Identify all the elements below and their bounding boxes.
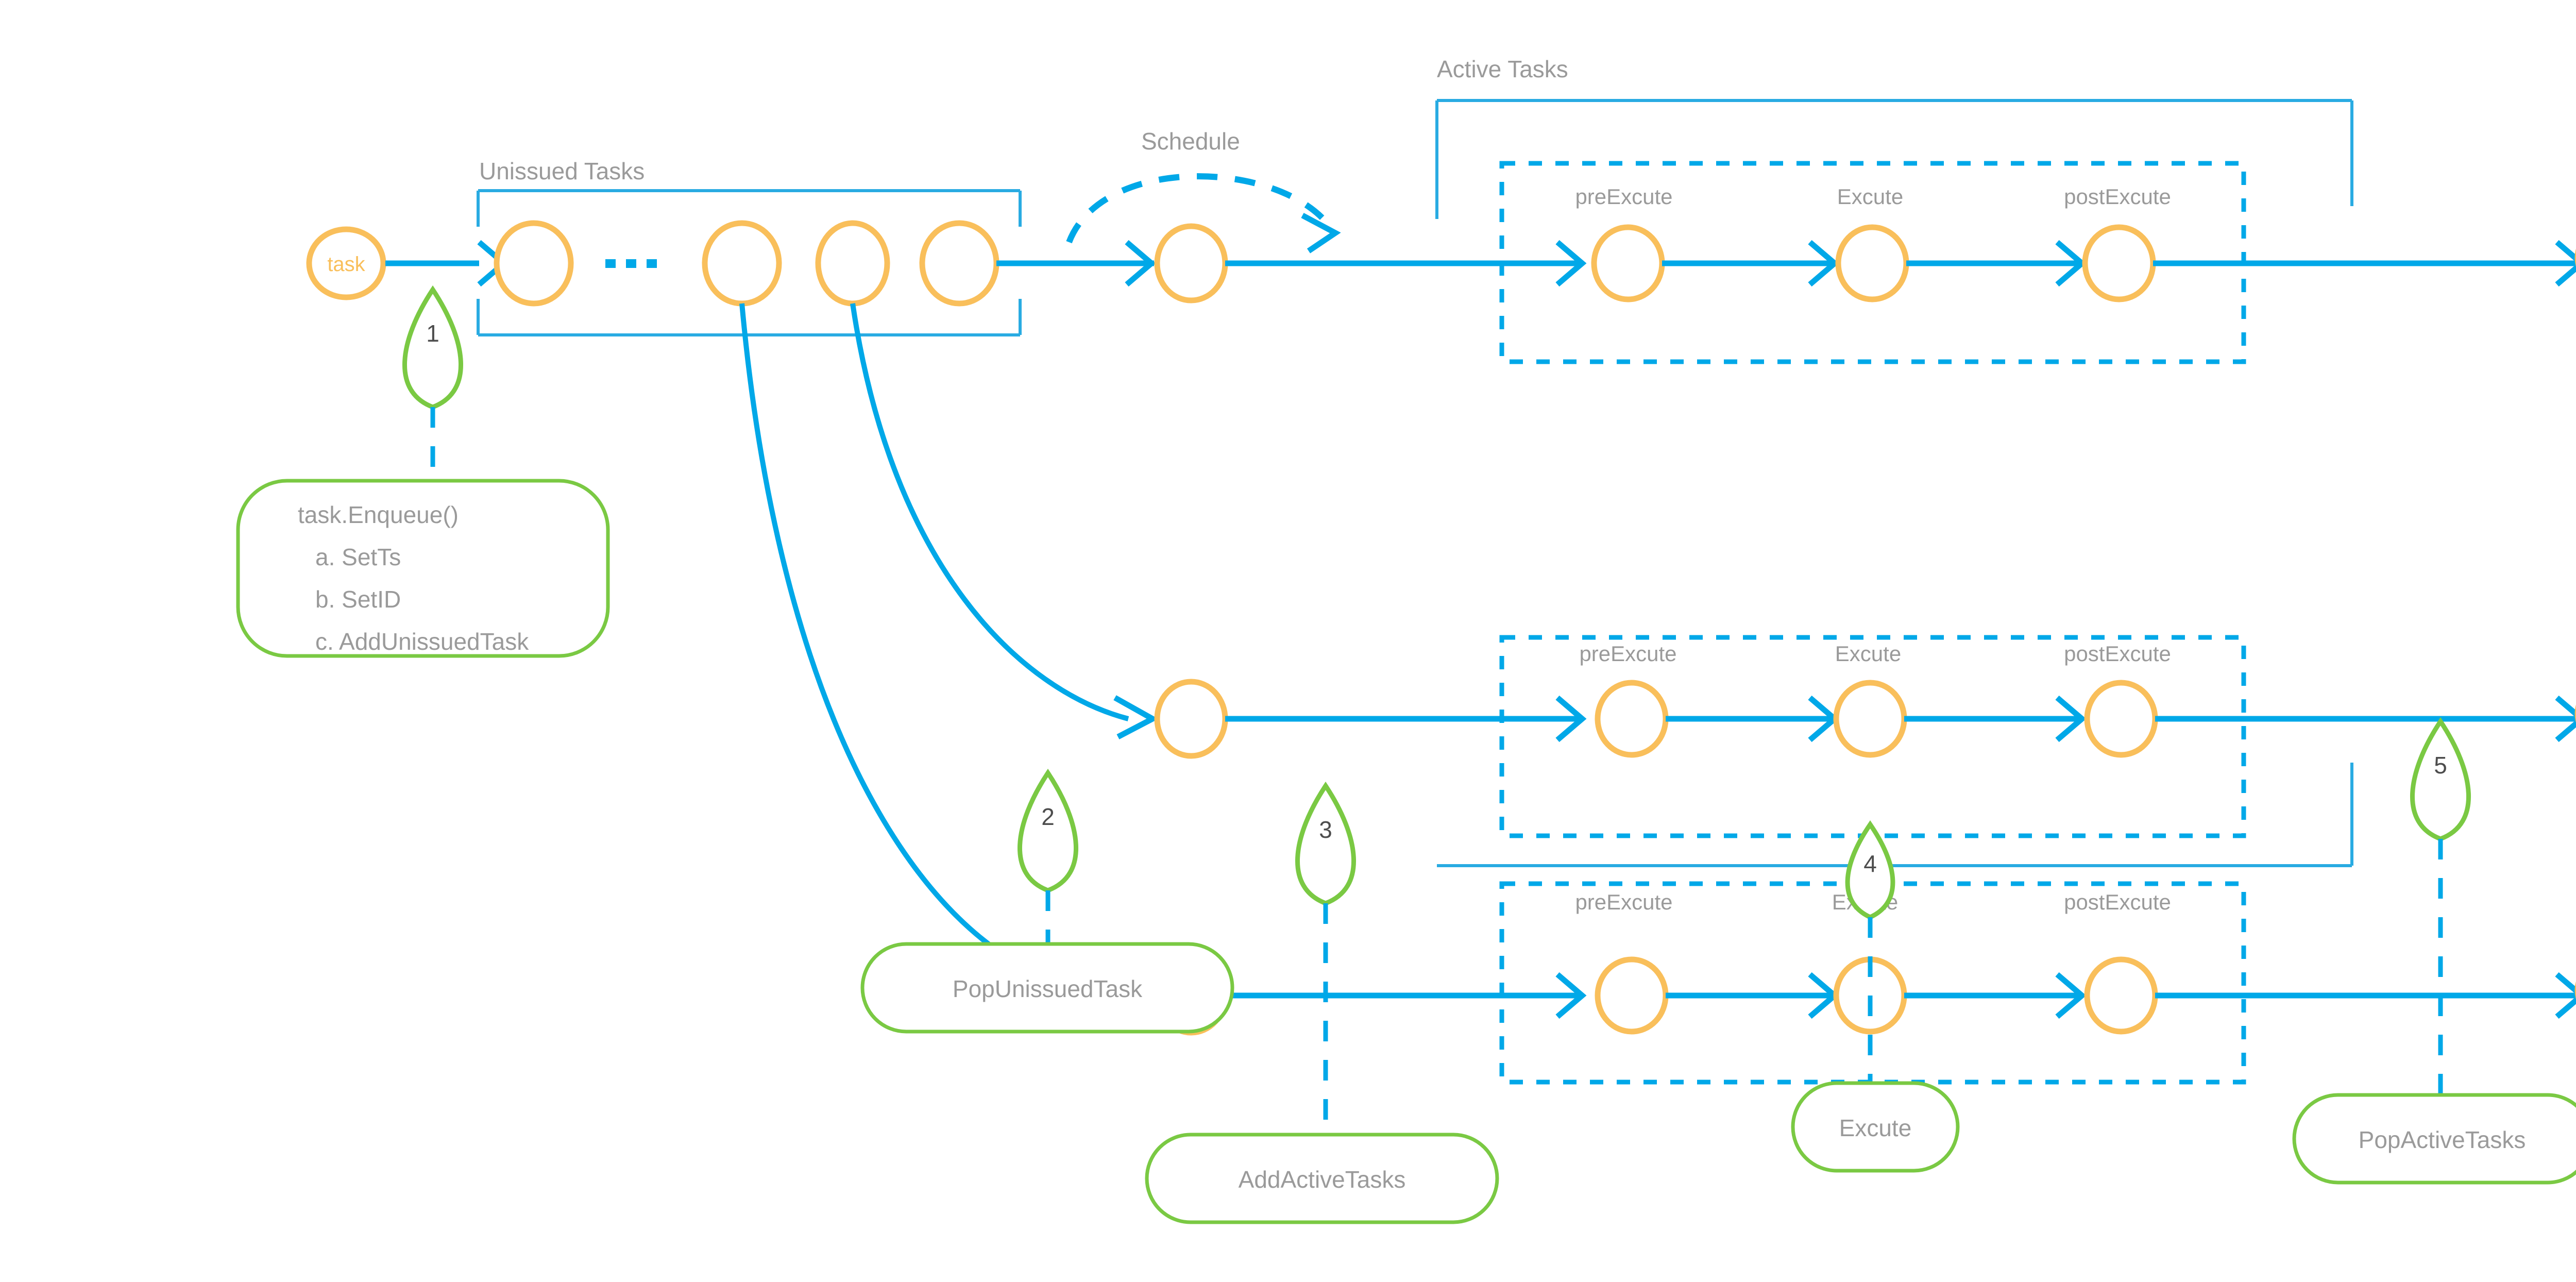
row-2-stage-label-0: preExcute (1579, 642, 1676, 666)
callout-3[interactable]: AddActiveTasks (1145, 1133, 1499, 1224)
unissued-tasks-bracket (477, 189, 1022, 336)
row-1-entry-node[interactable] (1154, 223, 1228, 303)
marker-2[interactable]: 2 (1018, 768, 1078, 893)
row-1-track: preExcute Excute postExcute (1154, 161, 2576, 364)
unissued-tasks-label: Unissued Tasks (479, 158, 645, 184)
callout-1[interactable]: task.Enqueue() a. SetTs b. SetID c. AddU… (236, 479, 610, 658)
unissued-queue-nodes (494, 220, 999, 307)
row-3-stage-label-2: postExcute (2064, 890, 2171, 914)
marker-5[interactable]: 5 (2410, 717, 2471, 841)
row-2-pipeline-box (1499, 635, 2246, 838)
row-2-stage-label-1: Excute (1835, 642, 1901, 666)
queue-node-3[interactable] (815, 220, 890, 307)
row-3-stage-node-2[interactable] (2084, 956, 2158, 1035)
arrow-task-to-queue (385, 240, 509, 287)
callout-1-line-2: b. SetID (315, 586, 401, 613)
active-tasks-label: Active Tasks (1437, 56, 1568, 82)
marker-3[interactable]: 3 (1295, 781, 1356, 906)
marker-2-number: 2 (1041, 803, 1055, 830)
row-2-stage-node-1[interactable] (1833, 680, 1907, 758)
flow-row-1 (996, 240, 1156, 287)
active-tasks-bracket (1435, 99, 2353, 867)
callout-3-line-0: AddActiveTasks (1239, 1166, 1406, 1193)
row-3-stage-label-0: preExcute (1575, 890, 1672, 914)
queue-node-2[interactable] (702, 220, 782, 307)
queue-ellipsis-icon (605, 259, 657, 268)
callout-1-line-0: task.Enqueue() (298, 501, 459, 528)
callout-1-line-1: a. SetTs (315, 544, 401, 570)
callout-2-line-0: PopUnissuedTask (953, 975, 1143, 1002)
row-2-stage-node-2[interactable] (2084, 680, 2158, 758)
marker-1[interactable]: 1 (402, 285, 463, 410)
row-2-stage-label-2: postExcute (2064, 642, 2171, 666)
marker-5-number: 5 (2434, 752, 2447, 779)
row-1-stage-label-0: preExcute (1575, 184, 1672, 209)
flow-curve-to-row-3 (739, 303, 1158, 1019)
flow-curve-to-row-2 (850, 303, 1159, 739)
callout-4-line-0: Excute (1839, 1115, 1912, 1141)
row-3-pipeline-box (1499, 881, 2246, 1085)
callout-2[interactable]: PopUnissuedTask (860, 942, 1234, 1034)
callout-5[interactable]: PopActiveTasks (2292, 1093, 2576, 1185)
row-2-track: preExcute Excute postExcute (1154, 635, 2576, 838)
row-3-stage-node-0[interactable] (1595, 956, 1669, 1035)
row-1-stage-label-1: Excute (1837, 184, 1903, 209)
schedule-label: Schedule (1141, 128, 1240, 155)
marker-4-number: 4 (1863, 850, 1877, 877)
callout-4[interactable]: Excute (1791, 1081, 1960, 1173)
schedule-arc (1066, 173, 1341, 254)
row-2-entry-node[interactable] (1154, 679, 1228, 759)
callout-1-line-3: c. AddUnissuedTask (315, 628, 529, 655)
row-1-stage-node-1[interactable] (1835, 224, 1909, 302)
row-1-stage-node-2[interactable] (2082, 224, 2156, 302)
row-2-stage-node-0[interactable] (1595, 680, 1669, 758)
source-task-label: task (327, 253, 365, 276)
row-1-stage-node-0[interactable] (1591, 224, 1665, 302)
marker-3-number: 3 (1319, 816, 1332, 843)
marker-4[interactable]: 4 (1845, 820, 1895, 920)
marker-1-number: 1 (426, 320, 439, 347)
source-task-node[interactable]: task (306, 226, 386, 300)
row-1-stage-label-2: postExcute (2064, 184, 2171, 209)
queue-node-4[interactable] (919, 220, 999, 307)
queue-node-1[interactable] (494, 220, 574, 307)
callout-5-line-0: PopActiveTasks (2359, 1126, 2526, 1153)
